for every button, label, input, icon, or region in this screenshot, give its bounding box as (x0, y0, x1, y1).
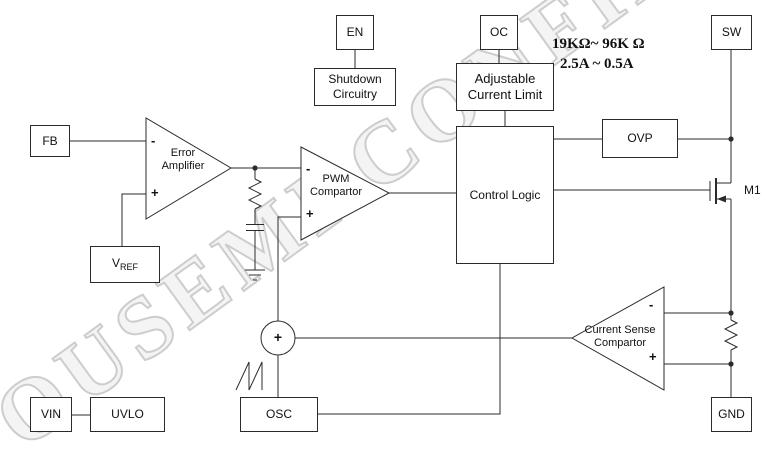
current-sense-minus-sign: - (649, 297, 654, 312)
control-logic-box: Control Logic (456, 126, 554, 264)
gnd-box: GND (711, 397, 752, 432)
mosfet-label: M1 (744, 183, 761, 197)
vin-label: VIN (40, 407, 61, 421)
shutdown-circuitry-box: Shutdown Circuitry (314, 68, 396, 106)
uvlo-box: UVLO (90, 397, 165, 432)
error-amp-minus-sign: - (151, 133, 156, 148)
vin-box: VIN (30, 397, 72, 432)
wire (121, 193, 146, 246)
current-sense-plus-sign: + (649, 349, 657, 364)
mosfet-symbol (709, 178, 731, 204)
junction-dots (252, 136, 734, 367)
oc-label: OC (490, 25, 508, 39)
en-box: EN (336, 15, 374, 50)
compensation-resistor (247, 178, 263, 210)
compensation-capacitor (246, 224, 264, 231)
sw-box: SW (711, 15, 752, 50)
vref-label: VREF (111, 255, 138, 272)
adjustable-current-limit-label: Adjustable Current Limit (467, 70, 543, 102)
pwm-minus-sign: - (306, 161, 311, 176)
uvlo-label: UVLO (111, 407, 144, 421)
gnd-label: GND (718, 407, 745, 421)
summing-plus-sign: + (273, 329, 283, 345)
current-range-annotation: 2.5A ~ 0.5A (560, 56, 634, 72)
resistance-range-annotation: 19KΩ~ 96K Ω (552, 36, 645, 52)
osc-label: OSC (265, 407, 292, 421)
error-amplifier-triangle (145, 117, 232, 220)
oc-box: OC (480, 15, 518, 50)
wires (70, 50, 732, 416)
sw-label: SW (721, 25, 742, 39)
fb-box: FB (30, 125, 70, 157)
en-label: EN (346, 25, 364, 39)
shutdown-circuitry-label: Shutdown Circuitry (328, 72, 382, 101)
error-amp-plus-sign: + (151, 185, 159, 200)
fb-label: FB (42, 133, 58, 148)
adjustable-current-limit-box: Adjustable Current Limit (456, 63, 554, 111)
sense-resistor (723, 319, 739, 351)
vref-box: VREF (90, 246, 160, 283)
control-logic-label: Control Logic (469, 187, 541, 202)
pwm-plus-sign: + (306, 206, 314, 221)
summing-junction (260, 320, 296, 356)
current-sense-comparator-triangle (570, 286, 665, 391)
wire (277, 216, 301, 321)
wire (318, 264, 501, 415)
pwm-comparator-triangle (300, 146, 391, 241)
ground-icon (245, 269, 265, 281)
sawtooth-icon (235, 361, 263, 391)
ovp-label: OVP (627, 131, 653, 145)
ovp-box: OVP (602, 119, 678, 158)
osc-box: OSC (240, 397, 318, 432)
